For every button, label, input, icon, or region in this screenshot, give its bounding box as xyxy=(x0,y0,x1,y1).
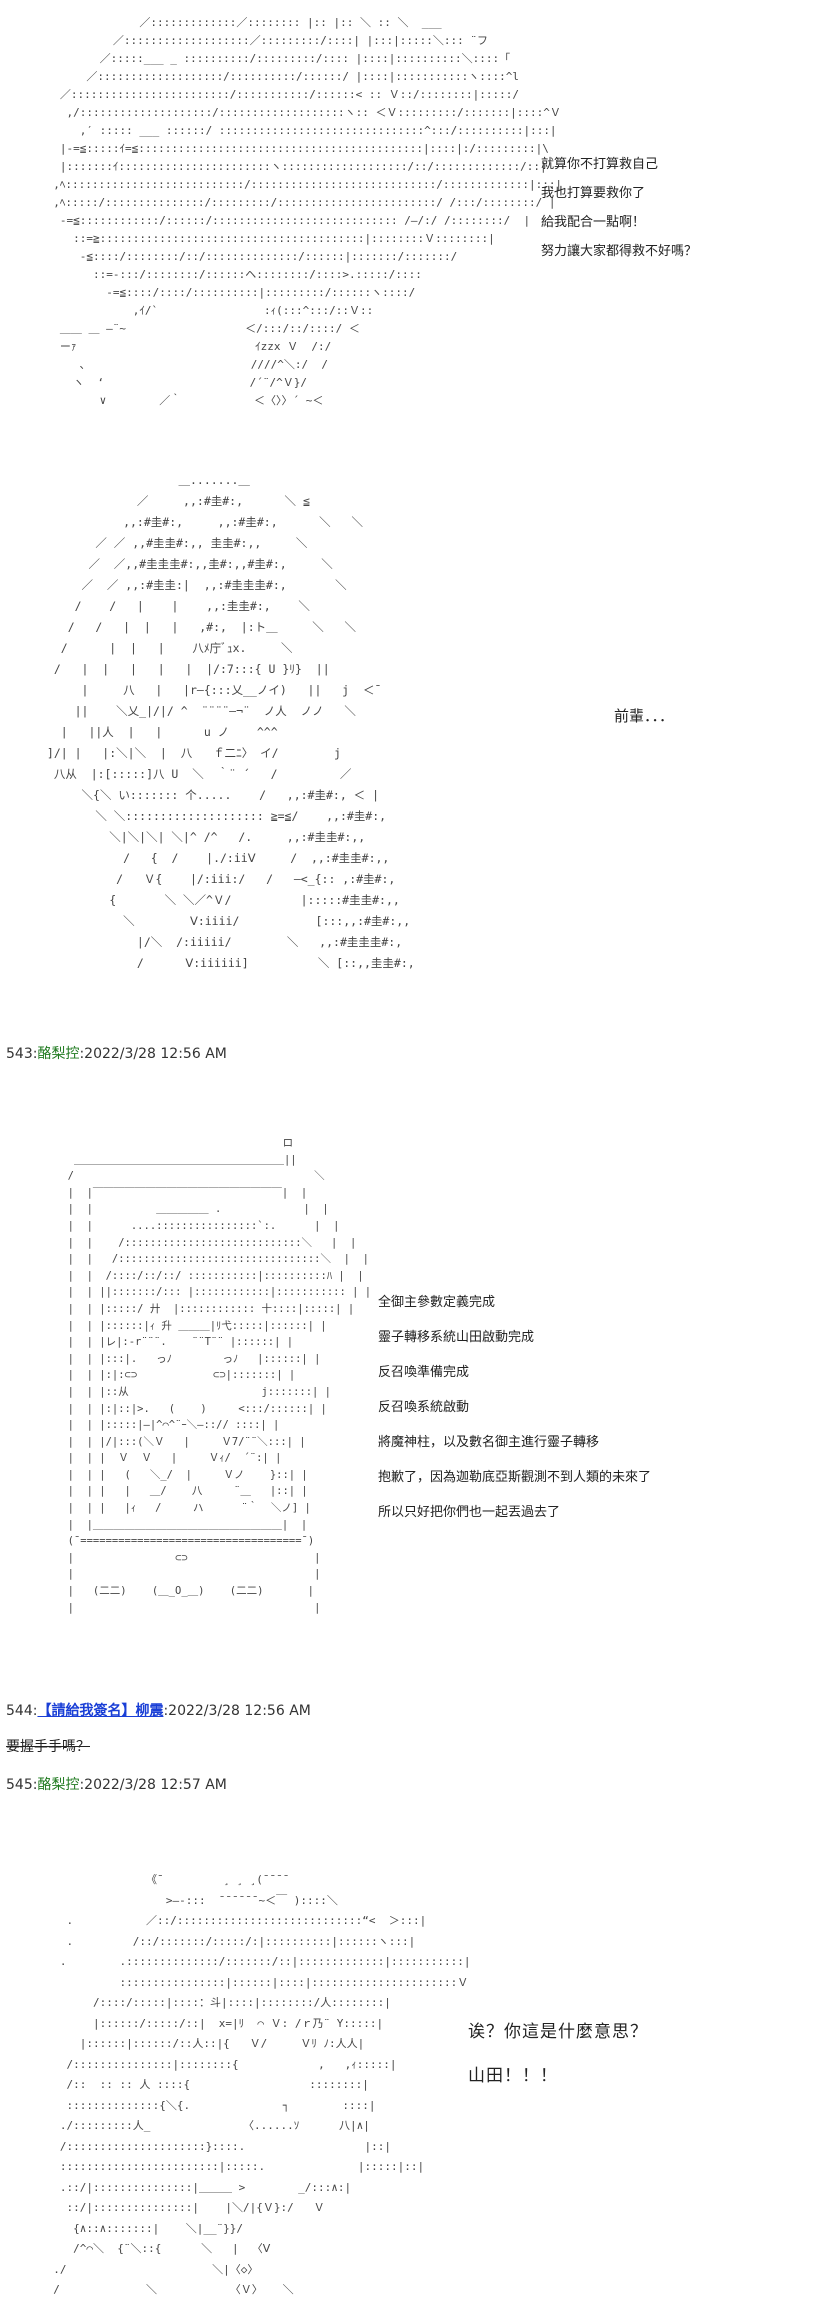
ascii-art-character-1: ／:::::::::::::／:::::::: |:: |:: ＼ :: ＼ _… xyxy=(53,16,563,407)
scene-4: 《¯ ¸ ¸ ¸(¯¯¯¯ >—‐::: ¯¯¯¯¯¯~＜￣ )::::＼ . … xyxy=(0,1860,830,2310)
post-header-543: 543:酪梨控:2022/3/28 12:56 AM xyxy=(6,1043,227,1063)
scene-1: ／:::::::::::::／:::::::: |:: |:: ＼ :: ＼ _… xyxy=(0,0,830,430)
post-reply-text: 要握手手嗎？ xyxy=(6,1739,90,1755)
post-number: 543 xyxy=(6,1046,33,1062)
dialog-line: 前輩．．． xyxy=(614,707,675,725)
dialog-block-3: 全御主參數定義完成 靈子轉移系統山田啟動完成 反召喚準備完成 反召喚系統啟動 將… xyxy=(378,1285,651,1530)
post-header-545: 545:酪梨控:2022/3/28 12:57 AM xyxy=(6,1774,227,1794)
post-date: :2022/3/28 12:56 AM xyxy=(163,1703,311,1719)
scene-2: ＿.......＿ ／ ,,:#圭#:, ＼ ≦ ,,:#圭#:, ,,:#圭#… xyxy=(0,440,830,1020)
post-separator: : xyxy=(32,1703,38,1719)
post-author-link[interactable]: 【請給我簽名】柳震 xyxy=(37,1703,164,1719)
dialog-line: 山田！！！ xyxy=(468,2066,558,2086)
ascii-art-machine: ロ ＿＿＿＿＿＿＿＿＿＿＿＿＿＿＿＿＿＿＿＿|| / ＼ | |￣￣￣￣￣￣￣￣… xyxy=(67,1137,372,1614)
dialog-line: 我也打算要救你了 xyxy=(541,186,646,201)
dialog-line: 诶？你這是什麼意思？ xyxy=(468,2022,648,2042)
post-date: :2022/3/28 12:56 AM xyxy=(79,1046,227,1062)
dialog-line: 努力讓大家都得救不好嗎？ xyxy=(541,244,698,259)
post-date: :2022/3/28 12:57 AM xyxy=(79,1777,227,1793)
post-separator: : xyxy=(32,1046,38,1062)
dialog-block-4: 诶？你這是什麼意思？ 山田！！！ xyxy=(468,2010,648,2098)
ascii-art-character-2: ＿.......＿ ／ ,,:#圭#:, ＼ ≦ ,,:#圭#:, ,,:#圭#… xyxy=(46,473,415,970)
dialog-line: 給我配合一點啊！ xyxy=(541,215,646,230)
post-number: 545 xyxy=(6,1777,33,1793)
ascii-art-character-3: 《¯ ¸ ¸ ¸(¯¯¯¯ >—‐::: ¯¯¯¯¯¯~＜￣ )::::＼ . … xyxy=(53,1873,471,2296)
post-number: 544 xyxy=(6,1703,33,1719)
dialog-line: 反召喚準備完成 xyxy=(378,1365,470,1380)
post-author-name: 酪梨控 xyxy=(37,1777,80,1793)
dialog-block-1: 就算你不打算救自己 我也打算要救你了 給我配合一點啊！ 努力讓大家都得救不好嗎？ xyxy=(541,150,697,266)
post-separator: : xyxy=(32,1777,38,1793)
dialog-line: 就算你不打算救自己 xyxy=(541,157,659,172)
dialog-line: 靈子轉移系統山田啟動完成 xyxy=(378,1330,535,1345)
dialog-line: 所以只好把你們也一起丟過去了 xyxy=(378,1505,561,1520)
dialog-line: 抱歉了，因為迦勒底亞斯觀測不到人類的未來了 xyxy=(378,1470,652,1485)
dialog-line: 全御主參數定義完成 xyxy=(378,1295,496,1310)
dialog-line: 將魔神柱，以及數名御主進行靈子轉移 xyxy=(378,1435,600,1450)
post-header-544: 544:【請給我簽名】柳震:2022/3/28 12:56 AM xyxy=(6,1700,311,1720)
dialog-block-2: 前輩．．． xyxy=(614,702,674,731)
scene-3-machine: ロ ＿＿＿＿＿＿＿＿＿＿＿＿＿＿＿＿＿＿＿＿|| / ＼ | |￣￣￣￣￣￣￣￣… xyxy=(0,1125,830,1655)
post-author-name: 酪梨控 xyxy=(37,1046,80,1062)
dialog-line: 反召喚系統啟動 xyxy=(378,1400,470,1415)
